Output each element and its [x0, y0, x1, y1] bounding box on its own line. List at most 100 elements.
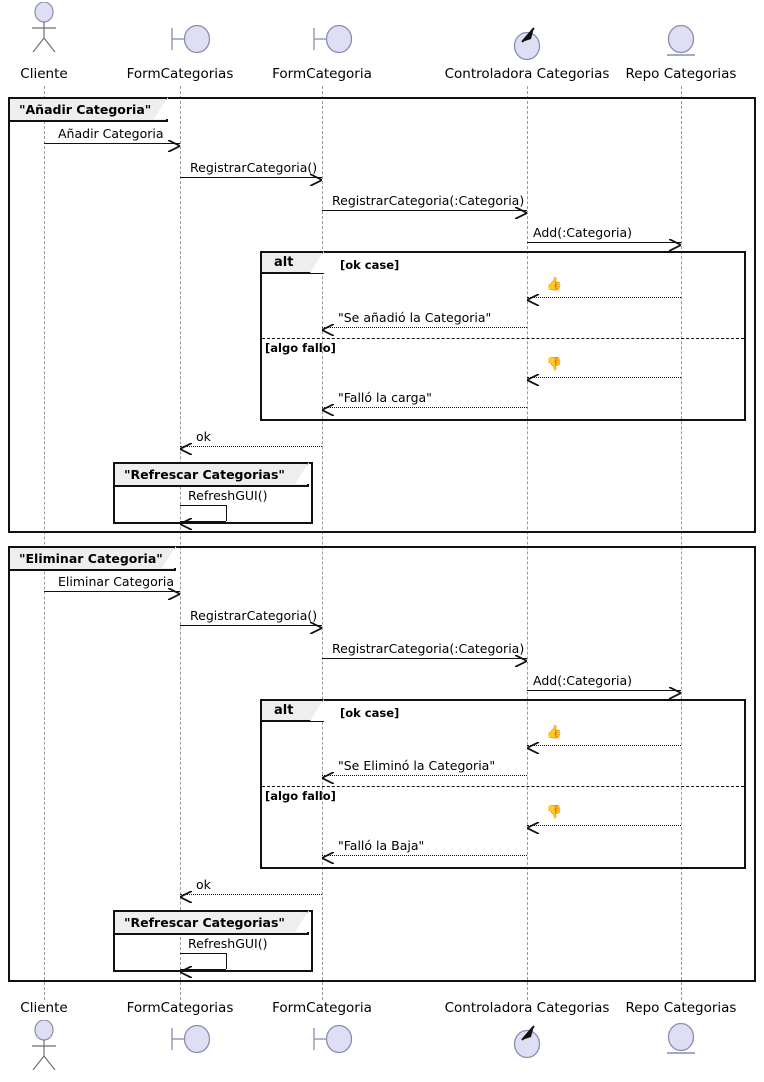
fragment-refrescar-categorias-eliminar-label: "Refrescar Categorias" — [115, 910, 309, 935]
actor-icon — [27, 1, 61, 53]
entity-icon — [664, 24, 698, 62]
fragment-anadir-categoria: "Añadir Categoria" — [8, 97, 756, 533]
lifeline-cliente — [44, 86, 45, 1000]
message-refreshgui-anadir-arrowhead — [177, 515, 193, 531]
fragment-refrescar-categorias-anadir-label-text: "Refrescar Categorias" — [124, 467, 285, 482]
boundary-icon — [168, 1022, 214, 1056]
message-se-elimino-categoria-arrowhead — [319, 769, 335, 785]
message-add-categoria-2-label: Add(:Categoria) — [533, 673, 632, 688]
message-ok-anadir-label: ok — [196, 429, 211, 444]
lifeline-head-label-repo: Repo Categorias — [625, 66, 737, 82]
fragment-anadir-categoria-label: "Añadir Categoria" — [10, 97, 168, 122]
message-repo-fail-eliminar-arrowhead — [524, 819, 540, 835]
message-refreshgui-anadir-label: RefreshGUI() — [188, 488, 268, 503]
message-fallo-la-carga-arrowhead — [319, 401, 335, 417]
message-anadir-categoria-arrowhead — [167, 137, 183, 153]
guard-algo-fallo-anadir: [algo fallo] — [265, 341, 336, 355]
message-ok-anadir-arrowhead — [177, 440, 193, 456]
fragment-refrescar-categorias-eliminar: "Refrescar Categorias" — [113, 910, 313, 972]
message-ok-anadir-line — [180, 446, 322, 447]
message-repo-ok-anadir-arrowhead — [524, 291, 540, 307]
message-se-anadio-categoria-label: "Se añadió la Categoria" — [338, 310, 492, 325]
lifeline-head-label-formcat: FormCategoria — [272, 66, 372, 82]
message-repo-fail-anadir-line — [527, 377, 681, 378]
message-add-categoria-arrowhead — [668, 236, 684, 252]
fragment-eliminar-categoria-label-text: "Eliminar Categoria" — [19, 551, 163, 566]
alt-divider-anadir — [262, 338, 744, 339]
message-eliminar-categoria-line — [44, 591, 180, 592]
message-add-categoria-2-arrowhead — [668, 684, 684, 700]
guard-ok-case-anadir: [ok case] — [340, 258, 400, 272]
alt-fragment-anadir-operator: alt — [262, 251, 324, 274]
guard-ok-case-eliminar: [ok case] — [340, 706, 400, 720]
message-fallo-la-carga-line — [322, 407, 527, 408]
message-refreshgui-eliminar-bottom — [180, 969, 226, 970]
lifeline-foot-label-repo: Repo Categorias — [625, 1000, 737, 1016]
fragment-eliminar-categoria: "Eliminar Categoria" — [8, 546, 756, 982]
message-add-categoria-label: Add(:Categoria) — [533, 225, 632, 240]
message-registrarcategoria-param-line — [322, 210, 527, 211]
thumbs-up-icon: 👍 — [546, 277, 563, 292]
message-add-categoria-line — [527, 242, 681, 243]
message-ok-eliminar-label: ok — [196, 877, 211, 892]
message-ok-eliminar-arrowhead — [177, 888, 193, 904]
message-refreshgui-eliminar-top — [180, 953, 226, 954]
message-repo-fail-eliminar-line — [527, 825, 681, 826]
message-repo-ok-eliminar-arrowhead — [524, 739, 540, 755]
message-refreshgui-anadir-top — [180, 505, 226, 506]
message-refreshgui-anadir-side — [226, 505, 227, 521]
alt-fragment-anadir: alt — [260, 251, 746, 421]
control-icon — [510, 1022, 544, 1060]
fragment-refrescar-categorias-anadir-label: "Refrescar Categorias" — [115, 462, 309, 487]
lifeline-foot-label-formcat: FormCategoria — [272, 1000, 372, 1016]
message-fallo-la-baja-label: "Falló la Baja" — [338, 838, 425, 853]
message-refreshgui-anadir-bottom — [180, 521, 226, 522]
thumbs-down-icon: 👎 — [546, 357, 563, 372]
control-icon — [510, 24, 544, 62]
boundary-icon — [168, 22, 214, 56]
message-se-anadio-categoria-arrowhead — [319, 321, 335, 337]
message-se-elimino-categoria-label: "Se Eliminó la Categoria" — [338, 758, 496, 773]
fragment-eliminar-categoria-label: "Eliminar Categoria" — [10, 546, 176, 571]
lifeline-head-label-formcats: FormCategorias — [126, 66, 234, 82]
lifeline-formcat — [322, 86, 323, 1000]
lifeline-foot-label-controladora: Controladora Categorias — [444, 1000, 610, 1016]
message-registrarcategoria-2-label: RegistrarCategoria() — [190, 608, 318, 623]
message-refreshgui-eliminar-side — [226, 953, 227, 969]
message-repo-fail-anadir-arrowhead — [524, 371, 540, 387]
message-registrarcategoria-line — [180, 177, 322, 178]
message-se-anadio-categoria-line — [322, 327, 527, 328]
alt-divider-eliminar — [262, 786, 744, 787]
message-se-elimino-categoria-line — [322, 775, 527, 776]
fragment-anadir-categoria-label-text: "Añadir Categoria" — [19, 102, 152, 117]
message-refreshgui-eliminar-arrowhead — [177, 963, 193, 979]
lifeline-foot-label-formcats: FormCategorias — [126, 1000, 234, 1016]
message-registrarcategoria-2-line — [180, 625, 322, 626]
boundary-icon — [310, 1022, 356, 1056]
message-ok-eliminar-line — [180, 894, 322, 895]
message-repo-ok-eliminar-line — [527, 745, 681, 746]
message-registrarcategoria-param-label: RegistrarCategoria(:Categoria) — [332, 193, 525, 208]
message-refreshgui-eliminar-label: RefreshGUI() — [188, 936, 268, 951]
message-add-categoria-2-line — [527, 690, 681, 691]
message-anadir-categoria-label: Añadir Categoria — [58, 126, 164, 141]
lifeline-head-label-cliente: Cliente — [20, 66, 68, 82]
fragment-refrescar-categorias-eliminar-label-text: "Refrescar Categorias" — [124, 915, 285, 930]
message-eliminar-categoria-label: Eliminar Categoria — [58, 574, 175, 589]
message-registrarcategoria-param-2-label: RegistrarCategoria(:Categoria) — [332, 641, 525, 656]
message-fallo-la-baja-line — [322, 855, 527, 856]
message-repo-ok-anadir-line — [527, 297, 681, 298]
lifeline-controladora — [527, 86, 528, 1000]
lifeline-head-label-controladora: Controladora Categorias — [444, 66, 610, 82]
message-fallo-la-carga-label: "Falló la carga" — [338, 390, 432, 405]
thumbs-down-icon: 👎 — [546, 805, 563, 820]
guard-algo-fallo-eliminar: [algo fallo] — [265, 789, 336, 803]
message-anadir-categoria-line — [44, 143, 180, 144]
message-fallo-la-baja-arrowhead — [319, 849, 335, 865]
alt-fragment-eliminar: alt — [260, 699, 746, 869]
alt-fragment-eliminar-operator-text: alt — [274, 703, 294, 718]
message-registrarcategoria-param-2-line — [322, 658, 527, 659]
fragment-refrescar-categorias-anadir: "Refrescar Categorias" — [113, 462, 313, 524]
entity-icon — [664, 1022, 698, 1060]
